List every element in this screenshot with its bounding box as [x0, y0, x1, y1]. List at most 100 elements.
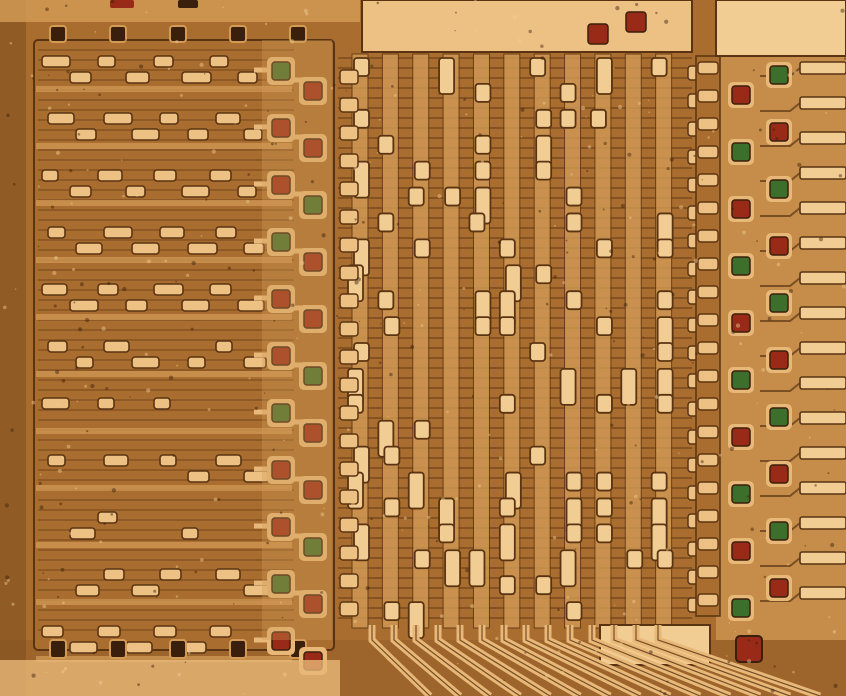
matrix-cell: [535, 575, 553, 596]
speckle: [168, 375, 174, 380]
top-via: [169, 25, 187, 43]
left-array-rail: [36, 485, 292, 491]
speckle: [540, 56, 545, 61]
left-array-cell: [103, 340, 130, 353]
speckle: [74, 487, 77, 490]
speckle: [730, 45, 735, 49]
matrix-cell: [383, 601, 401, 621]
right-column-pad: [697, 341, 719, 355]
left-array-cell: [103, 226, 133, 239]
right-bus-line: [799, 551, 846, 565]
left-array-rail: [36, 542, 292, 548]
speckle: [353, 619, 357, 624]
speckle: [378, 361, 382, 365]
left-array-cell: [103, 568, 125, 581]
speckle: [244, 104, 248, 107]
speckle: [495, 636, 499, 641]
speckle: [767, 316, 772, 321]
left-array-cell: [75, 242, 103, 255]
fanout-trace-edge: [525, 625, 641, 696]
left-edge-band: [0, 0, 26, 696]
right-via-contact: [769, 578, 789, 598]
speckle: [731, 207, 734, 211]
bottom-block-left: [0, 660, 340, 696]
right-column-pad: [697, 593, 719, 607]
speckle: [346, 428, 350, 432]
speckle: [247, 173, 251, 176]
speckle: [61, 670, 65, 674]
speckle: [227, 266, 231, 270]
speckle: [57, 595, 60, 599]
right-column-pad: [697, 145, 719, 159]
speckle: [561, 572, 565, 576]
matrix-cell: [535, 108, 553, 129]
speckle: [370, 517, 373, 521]
fanout-trace-edge: [635, 625, 791, 696]
speckle: [574, 548, 577, 551]
matrix-cell: [596, 497, 613, 518]
speckle: [480, 160, 485, 164]
speckle: [517, 38, 522, 43]
speckle: [520, 135, 523, 138]
speckle: [792, 670, 795, 674]
speckle: [602, 208, 605, 211]
matrix-cell: [498, 523, 516, 562]
matrix-cell: [590, 108, 607, 129]
right-column-pad: [697, 201, 719, 215]
speckle: [39, 473, 42, 476]
right-bus-line: [799, 131, 846, 145]
speckle: [37, 185, 40, 188]
left-array-cell: [243, 242, 265, 255]
speckle: [471, 395, 475, 398]
speckle: [613, 67, 615, 70]
speckle: [55, 150, 61, 155]
speckle: [365, 586, 370, 591]
left-cell-array: [33, 25, 335, 662]
left-array-cell: [153, 397, 171, 410]
speckle: [56, 403, 60, 407]
via-contact: [303, 81, 323, 101]
speckle: [175, 39, 179, 44]
via-contact: [303, 252, 323, 272]
speckle: [38, 481, 42, 486]
speckle: [657, 450, 659, 452]
left-array-cell: [47, 226, 66, 239]
matrix-cell: [407, 186, 425, 207]
matrix-edge-pad: [339, 153, 359, 169]
left-array-cell: [97, 397, 115, 410]
speckle: [747, 639, 750, 642]
left-array-cell: [69, 641, 98, 654]
speckle: [826, 388, 829, 390]
left-array-rail: [36, 428, 292, 434]
speckle: [232, 603, 235, 605]
right-bus-line: [799, 96, 846, 110]
speckle: [420, 324, 424, 327]
fanout-trace-edge: [393, 625, 461, 696]
left-array-cell: [97, 169, 123, 182]
matrix-edge-pad: [339, 237, 359, 253]
matrix-edge-pad: [339, 433, 359, 449]
via-contact: [303, 138, 323, 158]
right-bus-link: [760, 592, 801, 602]
speckle: [99, 540, 103, 544]
left-array-cell: [131, 128, 160, 141]
right-bus-line: [799, 446, 846, 460]
left-array-rail: [36, 86, 292, 92]
speckle: [370, 64, 374, 68]
via-contact: [271, 61, 291, 81]
right-bus-line: [799, 271, 846, 285]
right-bus-link: [760, 102, 801, 112]
speckle: [54, 256, 58, 260]
matrix-edge-pad: [339, 209, 359, 225]
left-array-rail: [36, 656, 292, 662]
speckle: [609, 309, 613, 313]
speckle: [76, 400, 79, 403]
speckle: [110, 513, 114, 516]
bottom-via: [229, 639, 247, 659]
speckle: [776, 262, 781, 267]
right-column-pad: [697, 285, 719, 299]
speckle: [838, 173, 843, 178]
speckle: [747, 659, 752, 664]
fanout-trace-edge: [459, 625, 551, 696]
speckle: [273, 319, 276, 322]
